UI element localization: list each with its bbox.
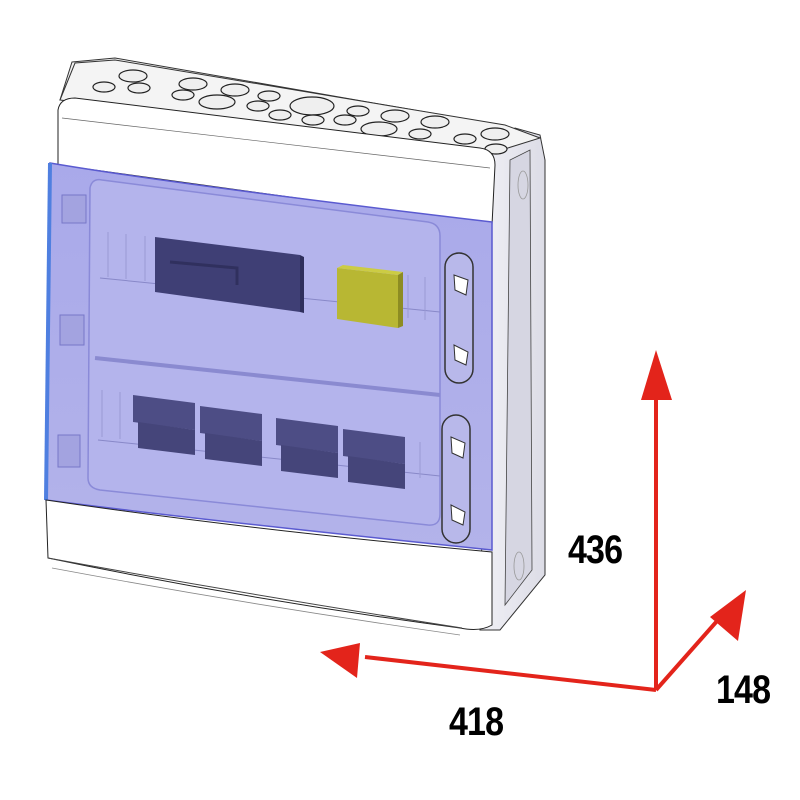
indicator-block[interactable] (337, 265, 403, 328)
enclosure-top-face (59, 57, 542, 155)
arrow-left-icon (320, 643, 360, 678)
door-latches (441, 252, 474, 544)
arrow-diagonal-icon (710, 590, 746, 641)
breaker-3[interactable] (276, 418, 338, 478)
transparent-door[interactable] (44, 162, 493, 551)
enclosure-side-face (479, 127, 546, 631)
dimension-arrows (320, 350, 746, 692)
knockout-holes (92, 69, 510, 155)
height-dimension-label: 436 (568, 528, 623, 572)
breaker-1[interactable] (133, 395, 195, 455)
arrow-up-icon (641, 350, 672, 400)
breaker-4[interactable] (343, 429, 405, 489)
latch-lower[interactable] (441, 414, 471, 544)
wide-module[interactable] (155, 237, 304, 313)
width-dimension-label: 418 (449, 700, 504, 744)
enclosure-top-band (57, 97, 496, 226)
breaker-2[interactable] (200, 406, 262, 466)
depth-dimension-label: 148 (716, 668, 771, 712)
latch-upper[interactable] (444, 252, 474, 384)
upper-module-row (155, 237, 403, 328)
enclosure-bottom-band (45, 499, 493, 636)
lower-module-row (133, 395, 405, 489)
